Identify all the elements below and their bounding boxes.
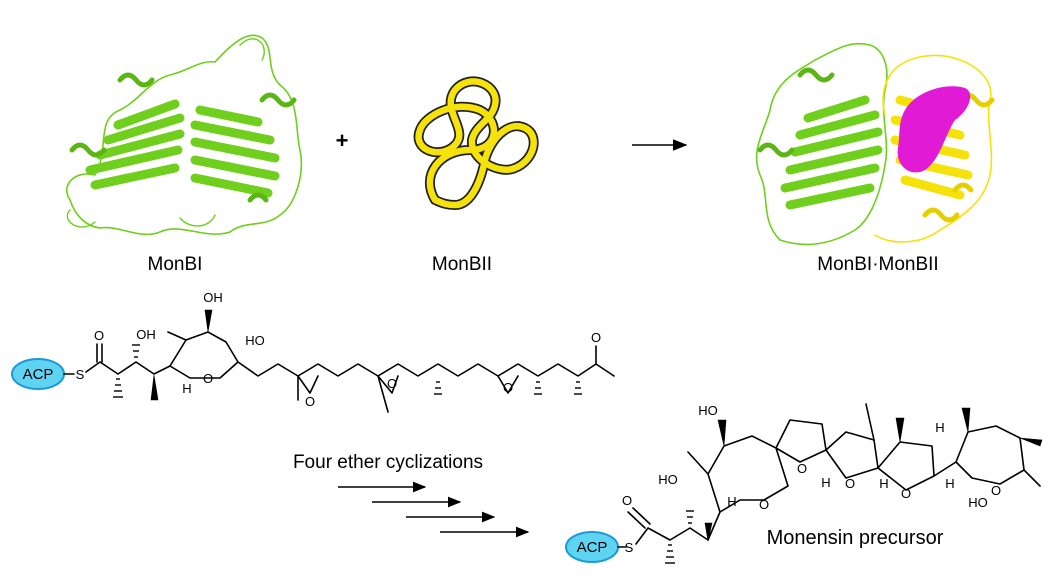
- ring-h-label-2: H: [821, 475, 830, 490]
- complex-label: MonBI·MonBII: [817, 254, 938, 275]
- hydroxyl-label-2: OH: [203, 290, 223, 305]
- ring-oxygen-2: O: [797, 461, 807, 476]
- epoxide-o-2: O: [387, 376, 397, 391]
- hydroxyl-label-5: HO: [698, 403, 718, 418]
- hydroxyl-label-3: HO: [245, 333, 265, 348]
- product-structure: ACP S O HO H O HO O O H O H H O H HO: [565, 403, 1043, 564]
- ring-oxygen-1: O: [759, 497, 769, 512]
- ring-h-label-top: H: [182, 381, 191, 396]
- hydroxyl-label-4: HO: [658, 472, 678, 487]
- carbonyl-oxygen-top: O: [94, 328, 104, 343]
- hydroxyl-hash-1: [132, 344, 140, 358]
- ring-h-label-5: H: [945, 476, 954, 491]
- monbii-structure: [413, 76, 539, 210]
- monbii-label: MonBII: [432, 254, 492, 275]
- carbonyl-oxygen-bottom: O: [622, 493, 632, 508]
- sulfur-label-top: S: [76, 367, 85, 382]
- sulfur-label-bottom: S: [625, 540, 634, 555]
- ketone-oxygen-top: O: [591, 330, 601, 345]
- cyclizations-label: Four ether cyclizations: [293, 452, 483, 473]
- ligand-surface: [897, 86, 971, 173]
- ring-h-label-1: H: [727, 494, 736, 509]
- methyl-wedge-1: [150, 374, 159, 401]
- monbi-structure: [66, 34, 303, 236]
- monbi-label: MonBI: [148, 254, 203, 275]
- ring-oxygen-4: O: [901, 486, 911, 501]
- epoxide-o-1: O: [305, 394, 315, 409]
- ring-h-label-4: H: [935, 420, 944, 435]
- hydroxyl-label-6: HO: [968, 495, 988, 510]
- ring-oxygen-5: O: [991, 483, 1001, 498]
- ring-oxygen-top: O: [203, 371, 213, 386]
- ring-h-label-3: H: [879, 476, 888, 491]
- multi-step-arrows-icon: [338, 481, 530, 538]
- complex-structure: [755, 42, 995, 246]
- acp-label-top: ACP: [23, 366, 54, 383]
- substrate-structure: ACP S O OH H O OH HO O: [11, 290, 615, 413]
- plus-sign: +: [336, 128, 349, 153]
- epoxide-o-3: O: [503, 380, 513, 395]
- methyl-hash-1: [113, 378, 123, 398]
- acp-label-bottom: ACP: [577, 539, 608, 556]
- ring-oxygen-3: O: [845, 476, 855, 491]
- product-label: Monensin precursor: [767, 527, 944, 549]
- hydroxyl-label-1: OH: [136, 327, 156, 342]
